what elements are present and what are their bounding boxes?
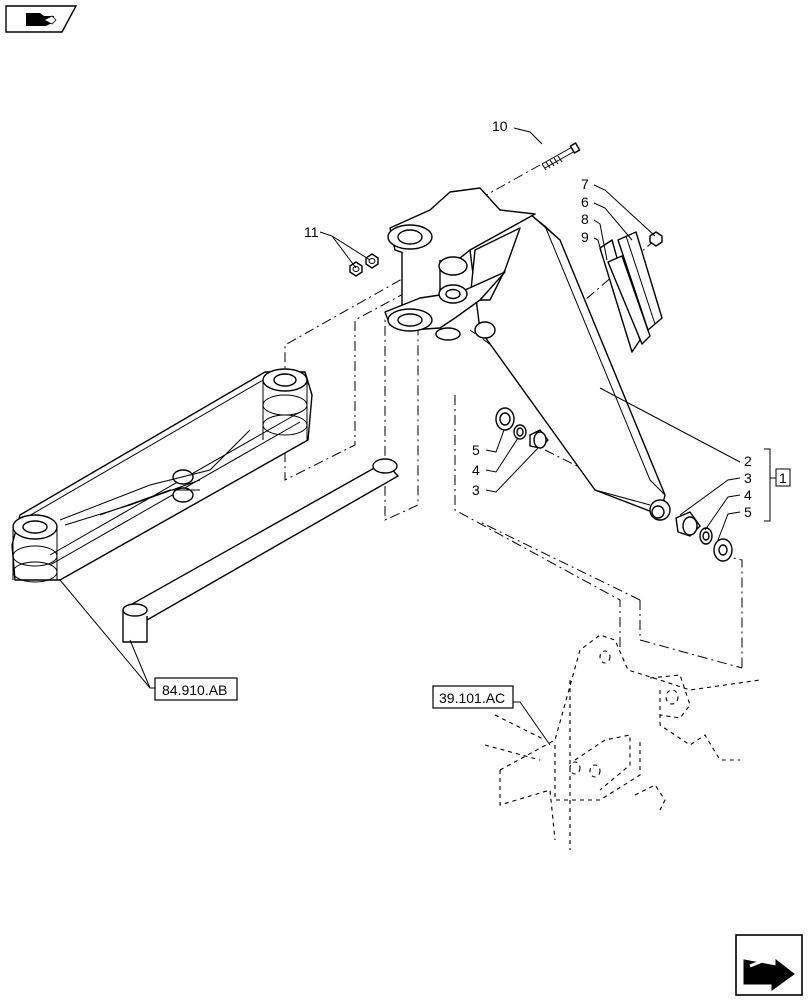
callout-8: 8 <box>581 211 589 227</box>
callout-2-right: 2 <box>744 453 752 469</box>
svg-text:84.910.AB: 84.910.AB <box>162 682 227 698</box>
callout-5-left: 5 <box>472 442 480 458</box>
callout-5-right: 5 <box>744 504 752 520</box>
book-pointer-icon[interactable] <box>5 5 78 33</box>
bushings-left <box>495 407 549 449</box>
loader-arm-left <box>11 368 313 583</box>
callout-9: 9 <box>581 229 589 245</box>
callout-10: 10 <box>492 118 508 134</box>
loader-frame <box>484 634 761 850</box>
callout-3-right: 3 <box>744 470 752 486</box>
callout-group-1: 1 <box>779 470 787 486</box>
svg-text:39.101.AC: 39.101.AC <box>439 690 505 706</box>
bushings-right <box>675 511 733 562</box>
callout-labels: 10 11 7 6 8 9 5 4 3 2 3 4 5 1 <box>304 118 791 520</box>
bolt-part-7 <box>649 231 663 247</box>
navigation-arrow-icon[interactable] <box>735 934 803 996</box>
callout-11: 11 <box>304 224 319 240</box>
callout-3-left: 3 <box>472 482 480 498</box>
leader-lines <box>59 127 776 746</box>
group-box <box>775 468 791 487</box>
callout-4-right: 4 <box>744 487 752 503</box>
cross-tube <box>122 458 399 643</box>
bolt-part-10 <box>541 142 581 171</box>
arm-assembly <box>384 187 671 521</box>
callout-4-left: 4 <box>472 462 480 478</box>
reference-84-910-ab[interactable]: 84.910.AB <box>154 677 238 701</box>
callout-6: 6 <box>581 194 589 210</box>
reference-39-101-ac[interactable]: 39.101.AC <box>432 685 514 709</box>
nut-parts-11 <box>349 253 379 277</box>
guard-plates-6-8-9 <box>599 231 663 353</box>
callout-7: 7 <box>581 176 589 192</box>
